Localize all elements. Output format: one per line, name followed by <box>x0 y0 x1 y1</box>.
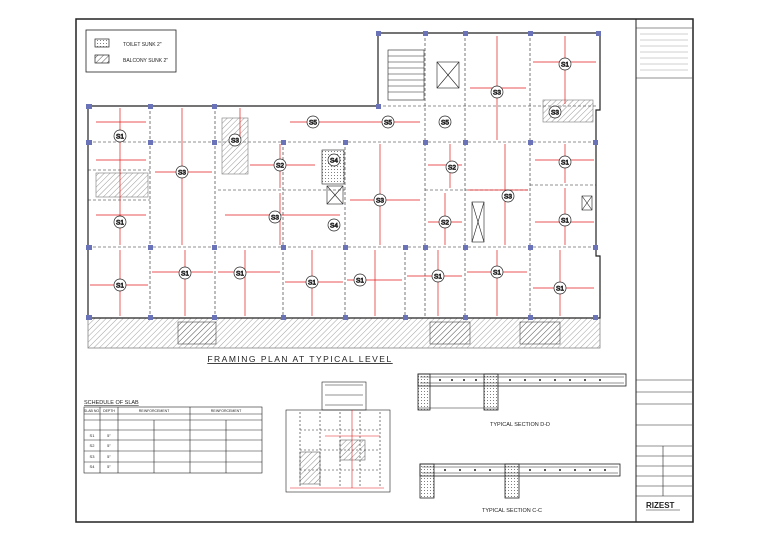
svg-text:S4: S4 <box>330 223 338 230</box>
svg-text:S3: S3 <box>376 198 384 205</box>
svg-text:S1: S1 <box>236 271 244 278</box>
svg-text:S1: S1 <box>561 62 569 69</box>
svg-text:S3: S3 <box>551 110 559 117</box>
svg-text:S1: S1 <box>308 280 316 287</box>
slab-marker-s3: S3 <box>548 105 562 119</box>
schedule-header-depth: DEPTH <box>103 409 115 413</box>
slab-marker-s1: S1 <box>353 273 367 287</box>
schedule-header-slab: SLAB NO. <box>84 409 100 413</box>
slab-marker-s1: S1 <box>490 265 504 279</box>
svg-text:S1: S1 <box>181 271 189 278</box>
balcony-strip <box>87 317 601 349</box>
svg-text:S1: S1 <box>561 218 569 225</box>
legend-label-toilet: TOILET SUNK 2" <box>123 42 162 48</box>
slab-marker-s4: S4 <box>327 218 341 232</box>
svg-text:S5: S5 <box>441 120 449 127</box>
slab-marker-s1: S1 <box>113 129 127 143</box>
slab-marker-s3: S3 <box>501 189 515 203</box>
slab-marker-s5: S5 <box>438 115 452 129</box>
slab-marker-s3: S3 <box>373 193 387 207</box>
legend-swatch-balcony <box>94 54 110 64</box>
svg-text:S5: S5 <box>309 120 317 127</box>
schedule-row-depth: 5" <box>107 464 111 469</box>
schedule-rows: S1 5" S2 5" S3 5" S4 5" <box>90 433 112 469</box>
slab-marker-s1: S1 <box>558 213 572 227</box>
schedule-row-slab: S3 <box>90 454 96 459</box>
framing-plan: S1 S1 S3 S3 S2 S3 S4 S4 S5 S5 S5 S3 S2 S… <box>86 31 601 364</box>
schedule-row-depth: 5" <box>107 454 111 459</box>
svg-text:S2: S2 <box>441 220 449 227</box>
slab-marker-s5: S5 <box>381 115 395 129</box>
slab-marker-s1: S1 <box>558 155 572 169</box>
slab-marker-s4: S4 <box>327 153 341 167</box>
columns <box>86 31 601 320</box>
slab-marker-s2: S2 <box>438 215 452 229</box>
plan-title: FRAMING PLAN AT TYPICAL LEVEL <box>207 354 392 364</box>
svg-text:S1: S1 <box>434 274 442 281</box>
legend-swatch-toilet <box>94 38 110 48</box>
slab-marker-s1: S1 <box>113 278 127 292</box>
schedule-row-slab: S2 <box>90 443 96 448</box>
section-dd-title: TYPICAL SECTION D-D <box>490 422 550 428</box>
svg-text:S1: S1 <box>116 134 124 141</box>
legend: TOILET SUNK 2" BALCONY SUNK 2" <box>85 29 177 73</box>
section-cc-title: TYPICAL SECTION C-C <box>482 508 542 514</box>
svg-text:S1: S1 <box>556 286 564 293</box>
slab-marker-s1: S1 <box>553 281 567 295</box>
slab-marker-s1: S1 <box>431 269 445 283</box>
svg-text:S3: S3 <box>231 138 239 145</box>
slab-marker-s3: S3 <box>268 210 282 224</box>
svg-text:S2: S2 <box>276 163 284 170</box>
slab-marker-s1: S1 <box>113 215 127 229</box>
svg-text:S1: S1 <box>116 283 124 290</box>
schedule-row-depth: 5" <box>107 433 111 438</box>
stair <box>387 49 425 101</box>
shaft-openings <box>326 61 593 243</box>
svg-text:S3: S3 <box>493 90 501 97</box>
title-block <box>636 27 692 497</box>
svg-text:S3: S3 <box>178 170 186 177</box>
slab-marker-s3: S3 <box>228 133 242 147</box>
company-logo: RIZEST <box>646 501 675 510</box>
slab-schedule: SCHEDULE OF SLAB SLAB NO. DEPTH REINFORC… <box>83 400 263 474</box>
svg-text:S2: S2 <box>448 165 456 172</box>
svg-text:S1: S1 <box>116 220 124 227</box>
legend-label-balcony: BALCONY SUNK 2" <box>123 58 168 64</box>
svg-text:S4: S4 <box>330 158 338 165</box>
svg-text:S1: S1 <box>561 160 569 167</box>
slab-marker-s3: S3 <box>490 85 504 99</box>
slab-marker-s3: S3 <box>175 165 189 179</box>
sunk-areas <box>95 99 594 345</box>
svg-text:S3: S3 <box>271 215 279 222</box>
svg-text:S5: S5 <box>384 120 392 127</box>
sheet-border <box>75 18 694 523</box>
slab-markers: S1 S1 S3 S3 S2 S3 S4 S4 S5 S5 S5 S3 S2 S… <box>113 57 572 295</box>
schedule-title: SCHEDULE OF SLAB <box>84 400 139 406</box>
section-dd: TYPICAL SECTION D-D <box>417 373 627 428</box>
section-cc: TYPICAL SECTION C-C <box>419 463 621 514</box>
svg-text:S1: S1 <box>493 270 501 277</box>
slab-marker-s1: S1 <box>558 57 572 71</box>
slab-marker-s5: S5 <box>306 115 320 129</box>
slab-marker-s1: S1 <box>178 266 192 280</box>
schedule-row-depth: 5" <box>107 443 111 448</box>
schedule-header-reinf-1: REINFORCEMENT <box>139 409 170 413</box>
svg-text:S3: S3 <box>504 194 512 201</box>
svg-text:S1: S1 <box>356 278 364 285</box>
slab-marker-s1: S1 <box>305 275 319 289</box>
stair-detail <box>285 381 391 493</box>
schedule-row-slab: S4 <box>90 464 96 469</box>
slab-marker-s1: S1 <box>233 266 247 280</box>
slab-marker-s2: S2 <box>273 158 287 172</box>
slab-marker-s2: S2 <box>445 160 459 174</box>
schedule-row-slab: S1 <box>90 433 96 438</box>
schedule-header-reinf-2: REINFORCEMENT <box>211 409 242 413</box>
